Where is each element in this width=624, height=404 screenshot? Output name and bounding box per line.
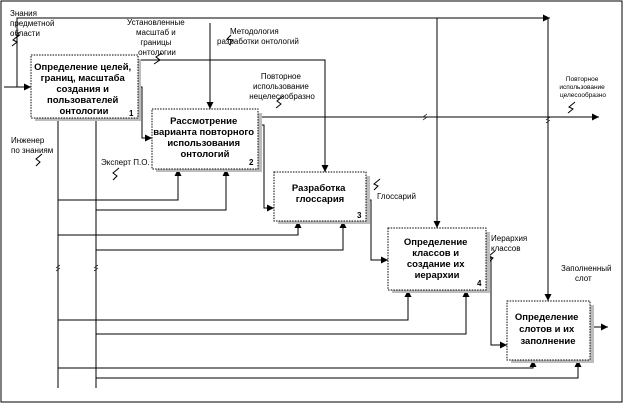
box-4-line-3: создание их [407,259,465,270]
box-4-number: 4 [477,279,482,288]
box-3: Разработка глоссария 3 [273,171,370,224]
box-1: Определение целей, границ, масштаба созд… [30,54,141,121]
mech-ke-box4 [58,290,412,321]
box-1-number: 1 [129,109,134,118]
box-1-line-5: онтологии [60,106,109,117]
svg-text:Повторное использование: Повторное использование нецелесообразно [249,72,315,101]
mech-ex-box2 [96,169,230,211]
label-knowledge-engineer-1: Инженер [11,136,45,145]
mech-ke-box3 [58,221,302,236]
svg-text:Установленные масштаб и: Установленные масштаб и границы онтологи… [127,18,187,57]
arrow-methodology-to-box3 [210,59,329,172]
mech-ex-box4 [96,290,470,335]
label-reuse-inexpedient-2: использование [253,82,309,91]
svg-text:Определение целей, грани: Определение целей, границ, масштаба созд… [34,62,134,117]
box-5-line-2: слотов и их [519,324,575,335]
box-2-line-2: варианта повторного [153,127,254,138]
svg-text:Разработка глоссария: Разработка глоссария [292,183,348,205]
label-expert: Эксперт П.О. [101,158,150,167]
svg-text:Повторное использование: Повторное использование целесообразно [559,76,606,99]
label-class-hierarchy-2: классов [491,244,521,253]
svg-text:Знания предметной: Знания предметной области [10,9,57,38]
box-5-line-1: Определение [515,312,579,323]
label-domain-knowledge-2: предметной [10,19,54,28]
svg-text:Методология разработки о: Методология разработки онтологий [217,27,299,46]
box-1-line-4: пользователей [47,95,119,106]
label-reuse-expedient-1: Повторное [566,76,599,83]
box-4-line-1: Определение [404,237,468,248]
label-domain-knowledge-3: области [10,29,40,38]
label-glossary: Глоссарий [377,192,416,201]
label-filled-slot-1: Заполненный [561,264,611,273]
box-3-line-1: Разработка [292,183,346,194]
box-3-line-2: глоссария [296,194,344,205]
mech-ke-box5 [58,360,537,369]
box-4-line-4: иерархии [415,270,460,281]
box-2-number: 2 [249,158,254,167]
box-2: Рассмотрение варианта повторного использ… [151,108,262,172]
box-1-line-2: границ, масштаба [41,73,126,84]
mech-ex-box3 [96,221,347,251]
label-scope-2: масштаб и [136,28,176,37]
box-4: Определение классов и создание их иерарх… [387,227,490,293]
svg-text:Заполненный слот: Заполненный слот [561,264,614,283]
box-1-line-3: создания и [56,84,109,95]
box-4-line-2: классов и [412,248,459,259]
svg-text:Инженер по знаниям: Инженер по знаниям [11,136,53,155]
label-knowledge-engineer-2: по знаниям [11,146,53,155]
box-5: Определение слотов и их заполнение [506,300,594,363]
label-reuse-expedient-2: использование [559,84,605,91]
label-domain-knowledge-1: Знания [10,9,37,18]
svg-text:Определение слотов и их: Определение слотов и их заполнение [515,312,581,347]
label-methodology-2: разработки онтологий [217,37,299,46]
arrow-labels: Знания предметной области Установленные … [10,9,614,283]
label-scope-3: границы [140,38,171,47]
box-5-line-3: заполнение [520,336,575,347]
svg-text:Иерархия классов: Иерархия классов [491,234,530,253]
mech-ke-box2 [58,169,182,201]
mech-ex-box5 [96,360,582,379]
label-scope-1: Установленные [127,18,185,27]
box-2-line-1: Рассмотрение [170,116,237,127]
box-2-line-4: онтологий [181,149,230,160]
box-1-line-1: Определение целей, [34,62,131,73]
box-2-line-3: использования [167,138,240,149]
arrow-top-control-bus [16,14,550,87]
label-class-hierarchy-1: Иерархия [491,234,527,243]
label-filled-slot-2: слот [575,274,592,283]
label-reuse-inexpedient-3: нецелесообразно [249,92,315,101]
label-methodology-1: Методология [230,27,279,36]
svg-text:Определение классов и: Определение классов и создание их иерарх… [404,237,470,281]
box-3-number: 3 [357,211,362,220]
label-reuse-inexpedient-1: Повторное [261,72,302,81]
svg-text:Рассмотрение варианта по: Рассмотрение варианта повторного использ… [153,116,256,160]
label-reuse-expedient-3: целесообразно [560,91,606,99]
label-scope-4: онтологии [138,48,176,57]
